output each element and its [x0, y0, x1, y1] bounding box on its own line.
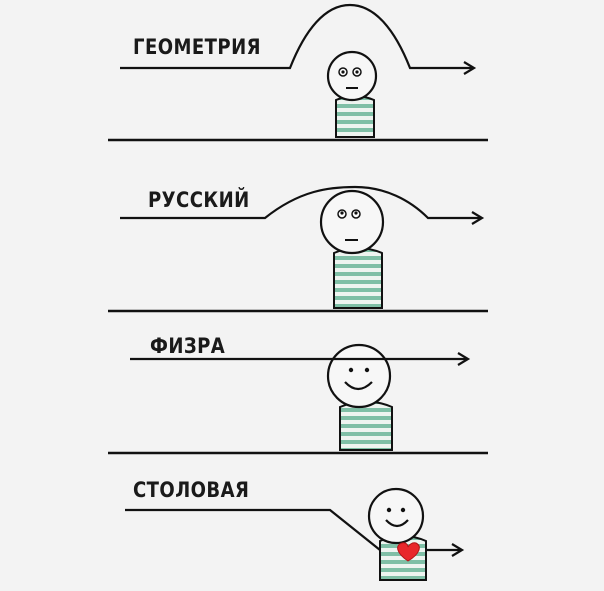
stick-figure	[319, 189, 385, 309]
mouth-smile	[344, 381, 373, 391]
panel-label-russian: РУССКИЙ	[148, 188, 250, 212]
panel-pe	[108, 343, 488, 455]
panel-label-geometry: ГЕОМЕТРИЯ	[133, 35, 261, 59]
panel-label-pe: ФИЗРА	[150, 334, 226, 358]
panel-canteen	[125, 487, 465, 581]
body	[333, 247, 383, 309]
head	[367, 487, 425, 545]
body	[335, 95, 375, 138]
right-eye	[400, 507, 406, 513]
arrow-head	[463, 61, 477, 75]
right-eye	[364, 367, 370, 373]
panel-geometry	[108, 3, 488, 142]
heart-icon	[397, 542, 420, 562]
stick-figure	[326, 343, 393, 451]
left-eye	[348, 367, 354, 373]
stick-figure	[367, 487, 427, 581]
arrow-head	[457, 352, 471, 366]
panel-label-canteen: СТОЛОВАЯ	[133, 478, 250, 502]
left-eye	[386, 507, 392, 513]
mouth-smile	[385, 519, 409, 528]
head	[319, 189, 385, 255]
head	[326, 50, 378, 102]
arrow-head	[471, 211, 485, 225]
stick-figure	[326, 50, 378, 138]
flow-line	[120, 3, 472, 70]
panel-russian	[108, 185, 488, 313]
body	[339, 400, 393, 451]
head	[326, 343, 392, 409]
arrow-head	[451, 543, 465, 557]
flow-line	[120, 185, 480, 220]
